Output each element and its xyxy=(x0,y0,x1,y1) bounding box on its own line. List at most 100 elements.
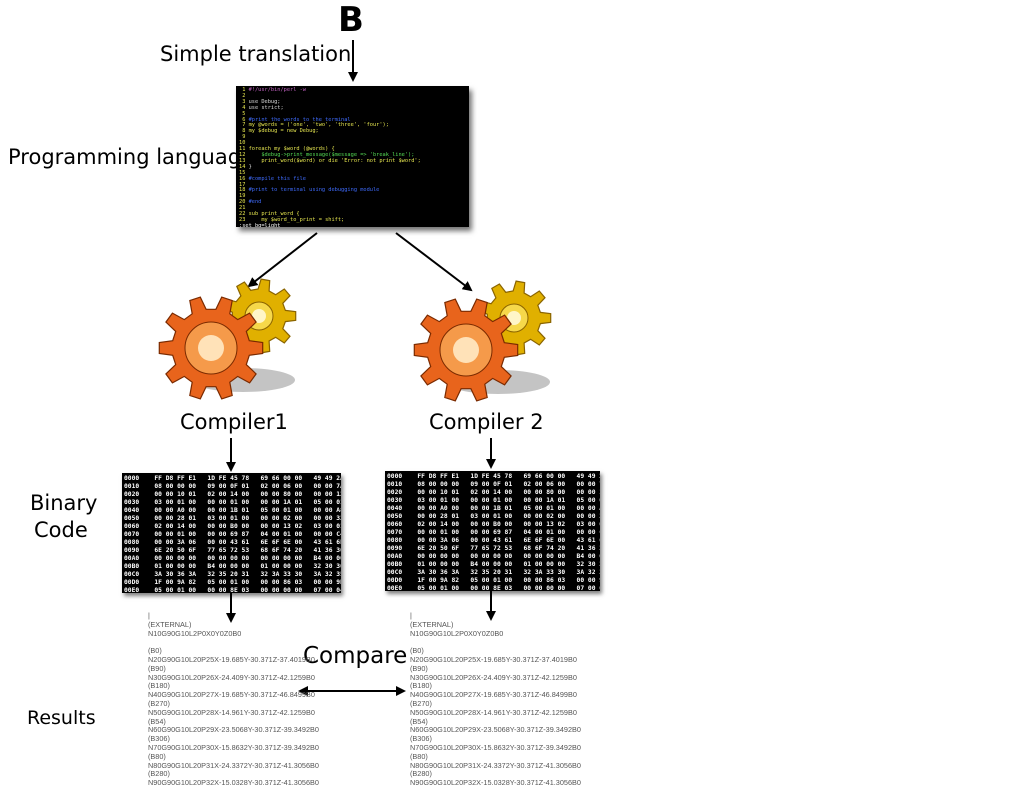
hex-line: 00A0 00 00 00 00 00 00 00 00 00 00 00 00… xyxy=(387,553,600,560)
code-line-text: } xyxy=(248,163,252,170)
code-line-number: 12 xyxy=(239,151,249,158)
result-line: (B306) xyxy=(148,734,170,744)
hex-line: 0050 00 00 28 01 03 00 01 00 00 00 02 00… xyxy=(124,515,341,522)
hex-line: 0030 03 00 01 00 00 00 01 00 00 00 1A 01… xyxy=(387,497,600,504)
code-line: 21 xyxy=(236,205,469,212)
result-line: (B270) xyxy=(148,698,170,708)
code-line-text: $debug->print_message($message => 'break… xyxy=(248,151,415,158)
hex-line: 0080 00 00 3A 06 00 00 43 61 6E 6F 6E 00… xyxy=(124,539,341,546)
code-line-text: sub print_word { xyxy=(248,211,300,218)
result-line: N90G90G10L20P32X-15.0328Y-30.371Z-41.305… xyxy=(148,778,319,788)
code-line-number: 15 xyxy=(239,169,249,176)
result-line: N40G90G10L20P27X-19.685Y-30.371Z-46.8499… xyxy=(410,690,577,700)
hex-line: 00A0 00 00 00 00 00 00 00 00 00 00 00 00… xyxy=(124,555,341,562)
code-line-number: 17 xyxy=(239,181,249,188)
code-line: 11 foreach my $word (@words) { xyxy=(236,146,469,153)
result-line: N20G90G10L20P25X-19.685Y-30.371Z-37.4019… xyxy=(148,654,315,664)
result-header-line: | xyxy=(148,611,150,620)
result-line: (B306) xyxy=(410,734,432,744)
result-line: (B0) xyxy=(410,646,424,656)
result-header-line xyxy=(148,638,308,647)
code-line-text: #print the words to the terminal xyxy=(248,116,351,123)
hex-line: 00D0 1F 00 9A 82 05 00 01 00 00 00 86 03… xyxy=(387,577,600,584)
code-line-number: 4 xyxy=(239,104,249,111)
result-line: N20G90G10L20P25X-19.685Y-30.371Z-37.4019… xyxy=(410,654,577,664)
binary-code-dump-1: 0000 FF D8 FF E1 1D FE 45 78 69 66 00 00… xyxy=(122,473,341,593)
code-line-number: 21 xyxy=(239,205,249,212)
code-line: 1 #!/usr/bin/perl -w xyxy=(236,87,469,94)
arrow-code-to-compiler2 xyxy=(395,232,473,292)
result-line: (B54) xyxy=(148,716,166,726)
code-editor-screenshot: 1 #!/usr/bin/perl -w 2 3 use Debug; 4 us… xyxy=(236,86,469,227)
result-header-line: (EXTERNAL) xyxy=(148,619,192,629)
result-line: N50G90G10L20P28X-14.961Y-30.371Z-42.1259… xyxy=(410,707,577,717)
compiler1-gear-icon xyxy=(158,278,297,400)
result-line: (B0) xyxy=(148,646,162,656)
hex-line: 00D0 1F 00 9A 82 05 00 01 00 00 00 86 03… xyxy=(124,579,341,586)
label-code: Code xyxy=(34,518,88,542)
code-line: 12 $debug->print_message($message => 'br… xyxy=(236,151,469,159)
binary-code-dump-2: 0000 FF D8 FF E1 1D FE 45 78 69 66 00 00… xyxy=(385,471,600,591)
code-line: 10 xyxy=(236,140,469,147)
code-line-number: 7 xyxy=(239,122,249,129)
code-line-number: 9 xyxy=(239,134,249,141)
code-line-number: 23 xyxy=(239,216,249,223)
hex-line: 00E0 05 00 01 00 00 00 8E 03 00 00 00 00… xyxy=(387,585,600,591)
result-line: (B180) xyxy=(148,681,170,691)
result-header-line: N10G90G10L2P0X0Y0Z0B0 xyxy=(410,628,504,638)
hex-line: 00B0 01 00 00 00 B4 00 00 00 01 00 00 00… xyxy=(124,563,341,570)
code-line: 19 xyxy=(236,193,469,200)
code-line: 4 use strict; xyxy=(236,104,469,112)
result-line: N30G90G10L20P26X-24.409Y-30.371Z-42.1259… xyxy=(148,672,315,682)
code-line-text: foreach my $word (@words) { xyxy=(248,146,335,153)
code-line-number: 10 xyxy=(239,140,249,147)
label-compiler1: Compiler1 xyxy=(180,410,288,434)
code-line-number: 20 xyxy=(239,199,249,206)
hex-line: 00C0 3A 30 36 3A 32 35 20 31 32 3A 33 30… xyxy=(387,569,600,576)
top-letter: B xyxy=(338,0,364,40)
code-line-number: 18 xyxy=(239,187,249,194)
diagram-arrows xyxy=(226,40,496,696)
code-line-number: 16 xyxy=(239,175,249,182)
code-line-text: #!/usr/bin/perl -w xyxy=(248,87,306,93)
label-programming-language: Programming language xyxy=(8,145,254,169)
result-line: (B270) xyxy=(410,698,432,708)
hex-line: 0010 08 00 00 00 09 00 0F 01 02 00 06 00… xyxy=(124,483,341,490)
code-line-number: 13 xyxy=(239,157,249,164)
code-line-number: 3 xyxy=(239,98,249,105)
code-line-text: my @words = ('one', 'two', 'three', 'fou… xyxy=(248,122,389,129)
code-line-number: 5 xyxy=(239,110,249,117)
hex-line: 0080 00 00 3A 06 00 00 43 61 6E 6F 6E 00… xyxy=(387,537,600,544)
code-line-number: 6 xyxy=(239,116,249,123)
result-line: N60G90G10L20P29X-23.5068Y-30.371Z-39.349… xyxy=(148,725,319,735)
result-header-line: N10G90G10L2P0X0Y0Z0B0 xyxy=(148,628,242,638)
hex-line: 0060 02 00 14 00 00 00 B0 00 00 00 13 02… xyxy=(387,521,600,528)
code-line: 5 xyxy=(236,110,469,118)
hex-line: 0090 6E 20 50 6F 77 65 72 53 68 6F 74 20… xyxy=(124,547,341,554)
label-simple-translation: Simple translation xyxy=(160,42,352,66)
hex-line: 0020 00 00 10 01 02 00 14 00 00 00 80 00… xyxy=(124,491,341,498)
label-binary: Binary xyxy=(30,491,98,515)
hex-line: 0000 FF D8 FF E1 1D FE 45 78 69 66 00 00… xyxy=(387,473,600,480)
hex-line: 00E0 05 00 01 00 00 00 8E 03 00 00 00 00… xyxy=(124,587,341,593)
code-line: 7 my @words = ('one', 'two', 'three', 'f… xyxy=(236,122,469,129)
hex-line: 0090 6E 20 50 6F 77 65 72 53 68 6F 74 20… xyxy=(387,545,600,552)
code-line-text: use strict; xyxy=(248,104,284,111)
hex-line: 0060 02 00 14 00 00 00 B0 00 00 00 13 02… xyxy=(124,523,341,530)
result-line: (B180) xyxy=(410,681,432,691)
compiler2-gear-icon xyxy=(413,280,552,402)
results-listing-1: |(EXTERNAL)N10G90G10L2P0X0Y0Z0B0 (B0)N20… xyxy=(148,611,319,788)
hex-line: 0070 00 00 01 00 00 00 69 87 04 00 01 00… xyxy=(124,531,341,538)
code-line-text: use Debug; xyxy=(248,98,281,105)
result-header-line: (EXTERNAL) xyxy=(410,619,454,629)
code-line-number: 19 xyxy=(239,193,249,200)
code-line-number: 1 xyxy=(239,87,249,93)
hex-line: 0050 00 00 28 01 03 00 01 00 00 00 02 00… xyxy=(387,513,600,520)
code-line-text: #end xyxy=(248,199,262,206)
result-line: N60G90G10L20P29X-23.5068Y-30.371Z-39.349… xyxy=(410,725,581,735)
result-line: (B80) xyxy=(148,751,166,761)
code-line: 20 #end xyxy=(236,199,469,206)
hex-line: 0010 08 00 00 00 09 00 0F 01 02 00 06 00… xyxy=(387,481,600,488)
code-line: 15 xyxy=(236,169,469,177)
code-line-text: my $word_to_print = shift; xyxy=(248,216,345,223)
